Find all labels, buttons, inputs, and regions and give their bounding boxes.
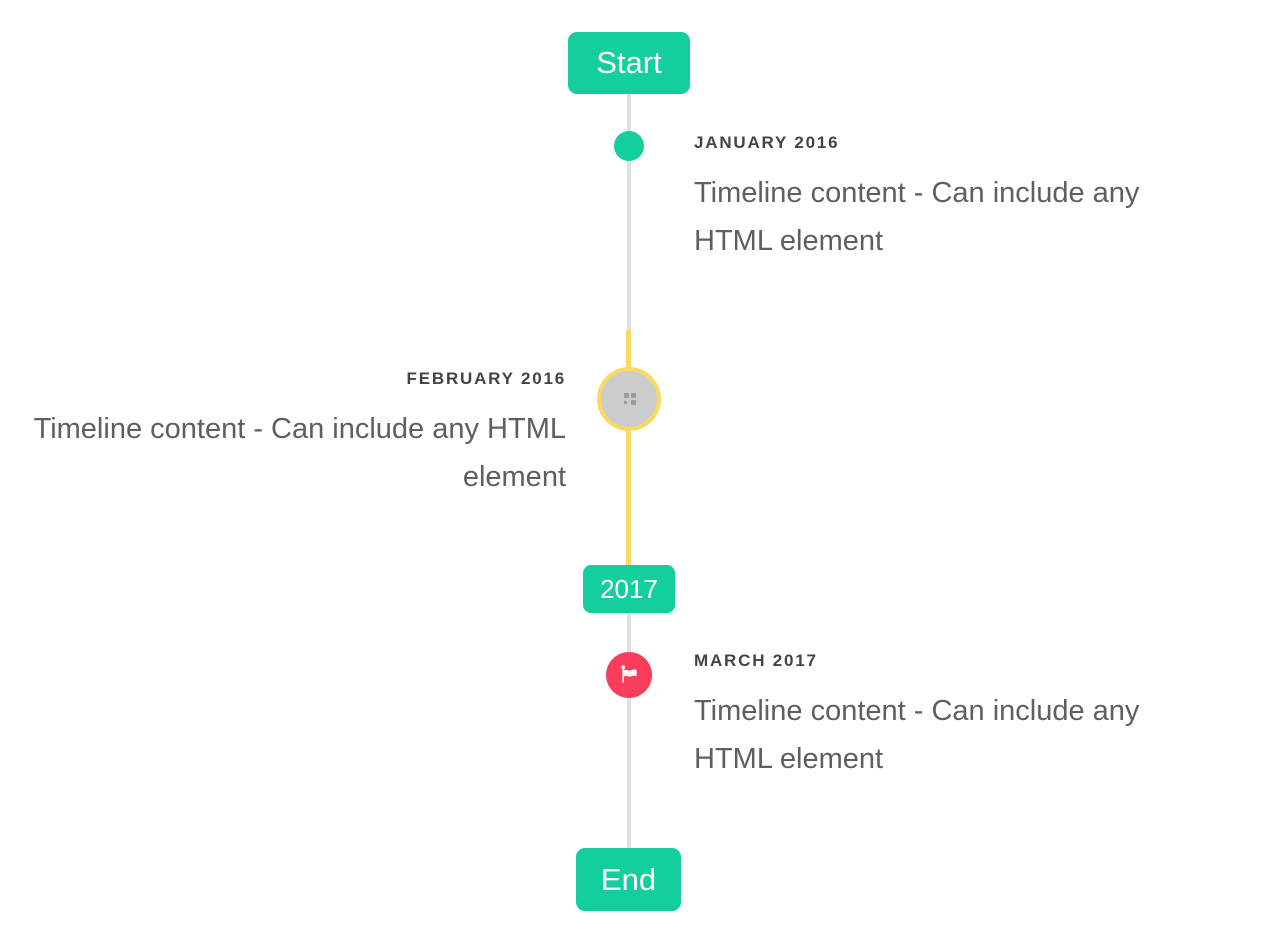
- entry-content: Timeline content - Can include any HTML …: [694, 177, 1140, 257]
- timeline-line-highlight: [626, 330, 631, 567]
- entry-title: JANUARY 2016: [694, 133, 840, 152]
- timeline-entry-march-2017: MARCH 2017 Timeline content - Can includ…: [694, 651, 1224, 783]
- year-badge-2017: 2017: [583, 565, 675, 613]
- marker-image-february: [597, 367, 661, 431]
- entry-title: MARCH 2017: [694, 651, 818, 670]
- marker-dot-january: [614, 131, 644, 161]
- marker-flag-march: [606, 652, 652, 698]
- end-badge: End: [576, 848, 681, 911]
- entry-content: Timeline content - Can include any HTML …: [33, 413, 566, 493]
- entry-title: FEBRUARY 2016: [406, 369, 566, 388]
- broken-image-icon: [623, 392, 636, 405]
- timeline-entry-february-2016: FEBRUARY 2016 Timeline content - Can inc…: [6, 369, 566, 501]
- start-badge: Start: [568, 32, 690, 94]
- entry-content: Timeline content - Can include any HTML …: [694, 695, 1140, 775]
- flag-icon: [621, 665, 637, 683]
- timeline-entry-january-2016: JANUARY 2016 Timeline content - Can incl…: [694, 133, 1224, 265]
